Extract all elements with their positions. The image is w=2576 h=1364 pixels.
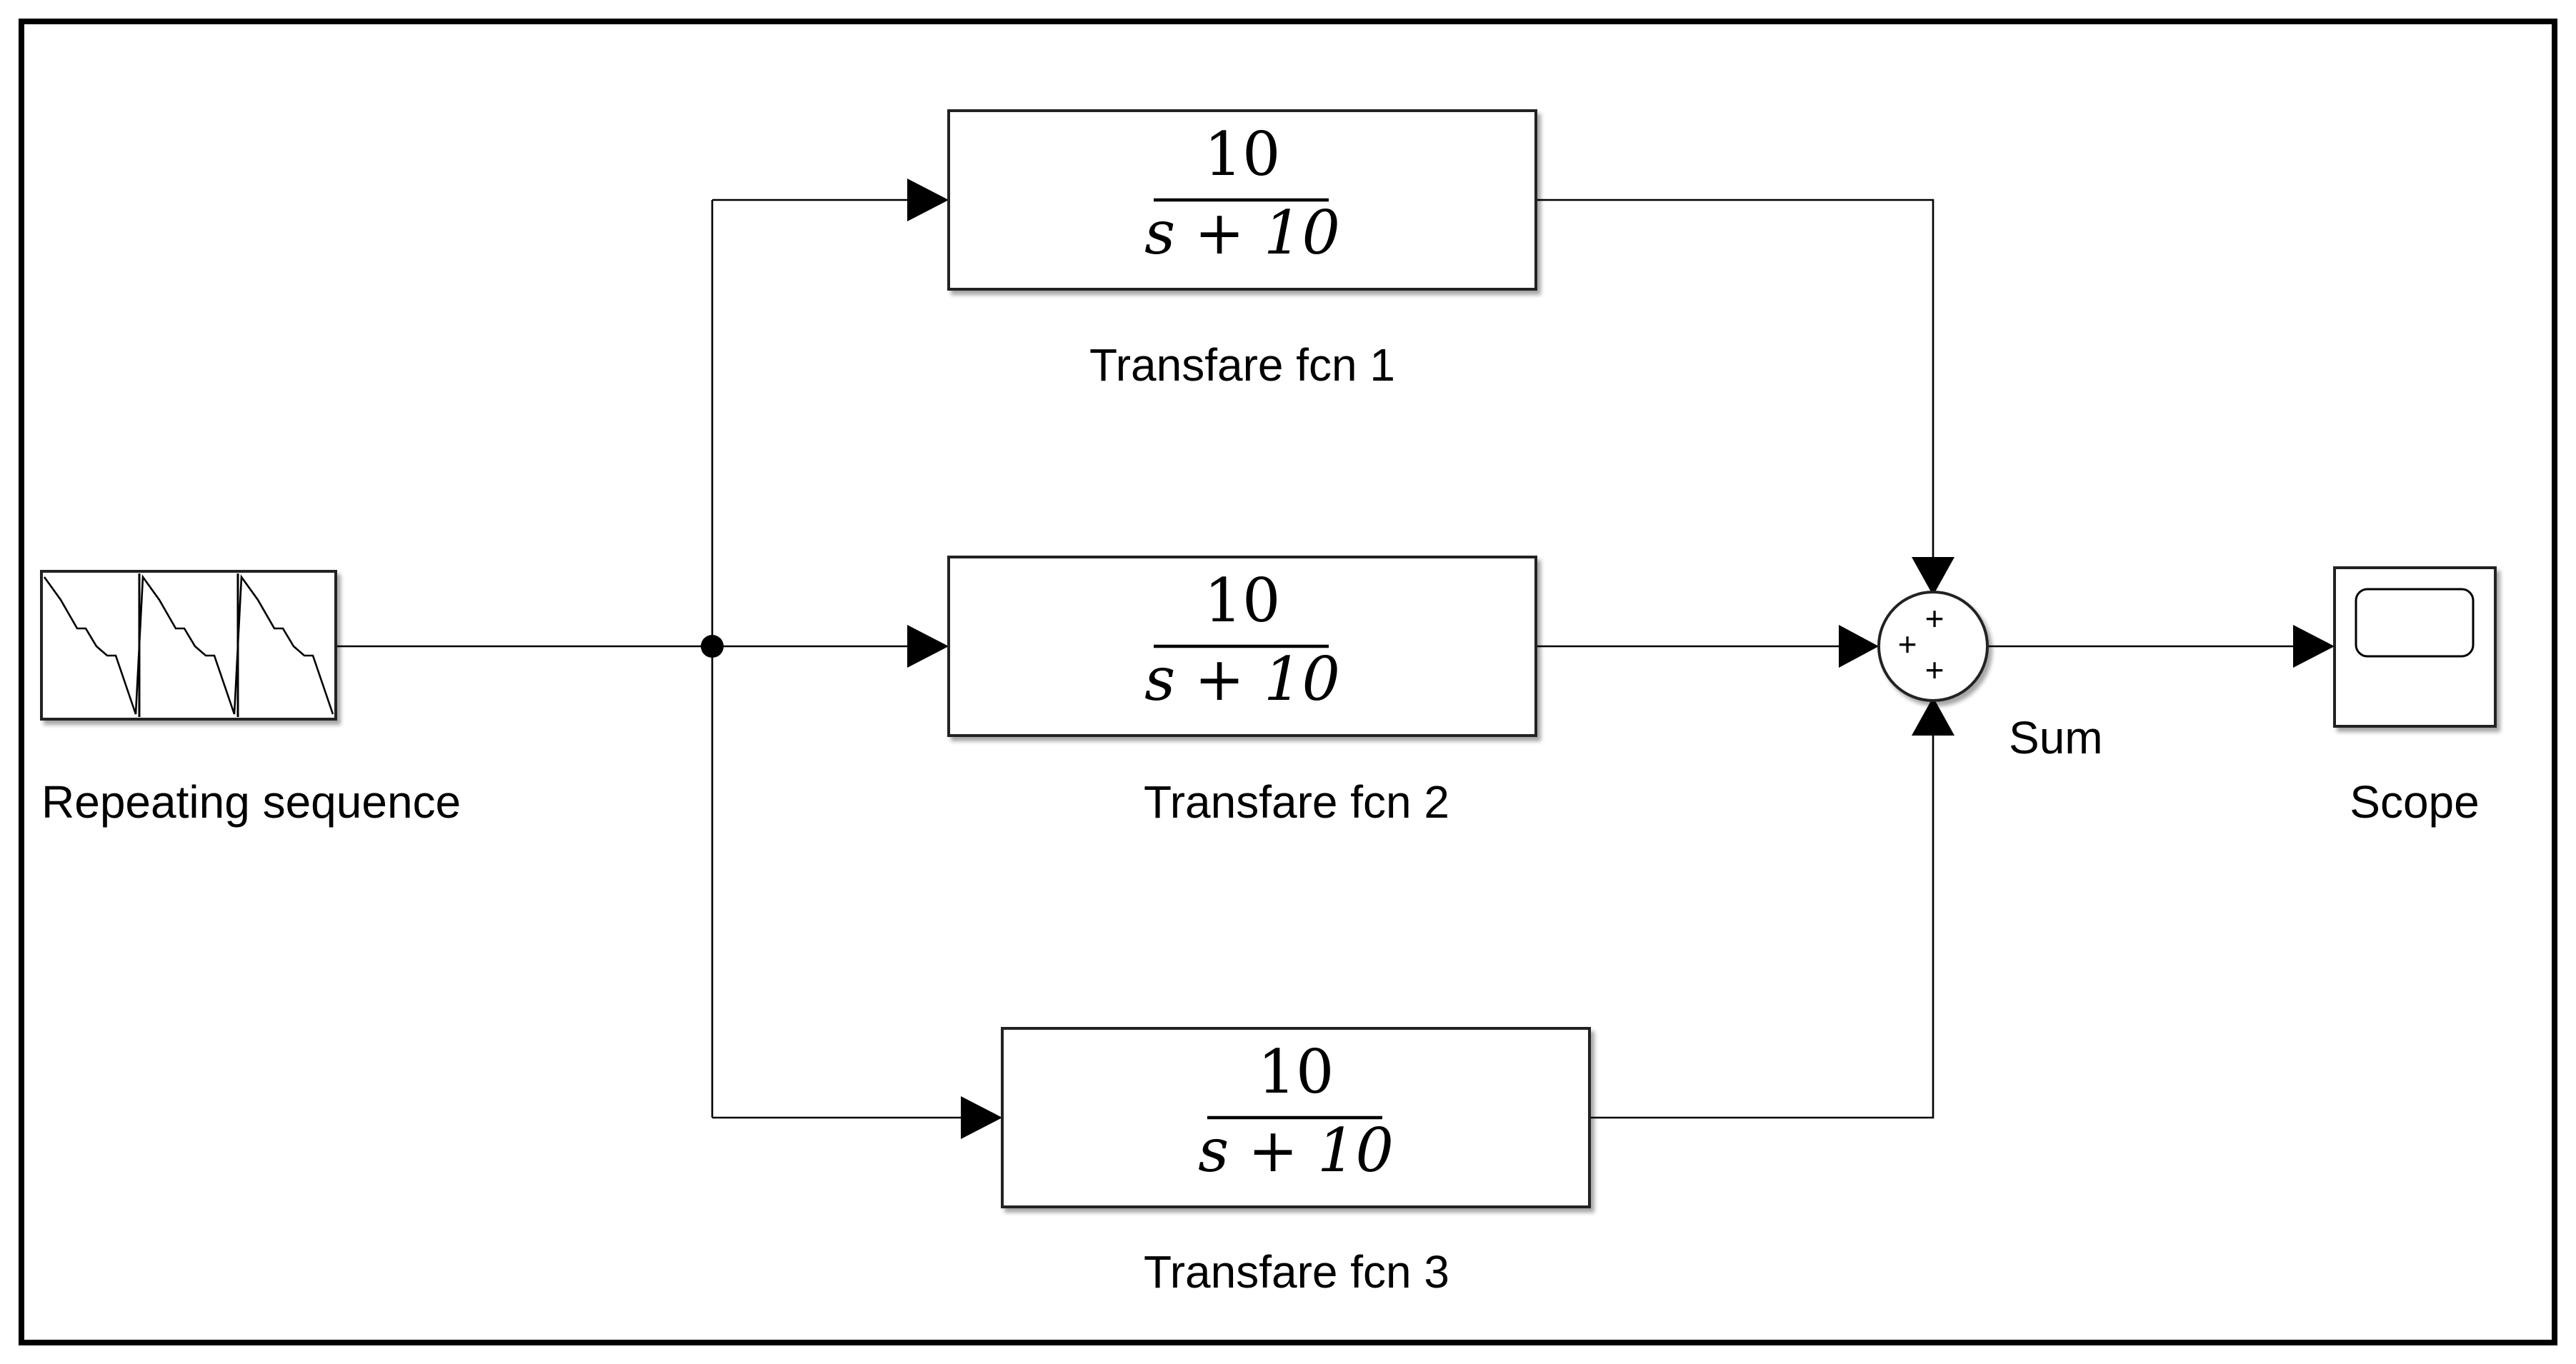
transfer-fcn-2-label: Transfare fcn 2: [1144, 776, 1449, 828]
arrow-into-tf1: [907, 179, 949, 221]
arrow-into-sum-left: [1839, 625, 1879, 668]
tf1-numerator: 10: [1204, 119, 1281, 189]
transfer-fcn-1-label: Transfare fcn 1: [1089, 339, 1395, 391]
tf3-numerator: 10: [1258, 1037, 1334, 1107]
arrow-into-tf2: [907, 625, 949, 668]
sum-sign-left: +: [1898, 626, 1917, 663]
branch-point: [701, 635, 724, 658]
transfer-fcn-3-label: Transfare fcn 3: [1144, 1246, 1449, 1298]
scope-screen-icon: [2355, 588, 2475, 658]
repeating-sequence-block[interactable]: [40, 570, 337, 721]
sum-sign-bottom: +: [1925, 651, 1945, 688]
wire-tf3-to-sum[interactable]: [1589, 736, 1935, 1119]
sum-block[interactable]: + + +: [1877, 591, 1989, 702]
arrow-into-scope: [2293, 625, 2335, 668]
repeating-sequence-label: Repeating sequence: [41, 776, 461, 828]
signal-lines: [336, 199, 2293, 1119]
arrow-into-sum-top: [1912, 557, 1955, 596]
scope-label: Scope: [2350, 776, 2479, 828]
arrow-into-sum-bottom: [1912, 697, 1955, 736]
tf2-numerator: 10: [1204, 566, 1281, 636]
tf1-denominator: s + 10: [1144, 198, 1340, 268]
transfer-fcn-3-block[interactable]: 10 s + 10: [1001, 1027, 1591, 1208]
tf3-denominator: s + 10: [1198, 1115, 1394, 1185]
transfer-fcn-2-block[interactable]: 10 s + 10: [947, 556, 1537, 737]
wire-tf1-to-sum[interactable]: [1536, 199, 1935, 557]
arrowheads: [907, 179, 2335, 1139]
repeating-waveform-icon: [43, 574, 334, 715]
transfer-fcn-1-block[interactable]: 10 s + 10: [947, 109, 1537, 291]
tf2-denominator: s + 10: [1144, 644, 1340, 714]
scope-block[interactable]: [2333, 566, 2497, 728]
arrow-into-tf3: [961, 1096, 1002, 1139]
sum-label: Sum: [2009, 712, 2103, 763]
sum-sign-top: +: [1925, 600, 1945, 637]
